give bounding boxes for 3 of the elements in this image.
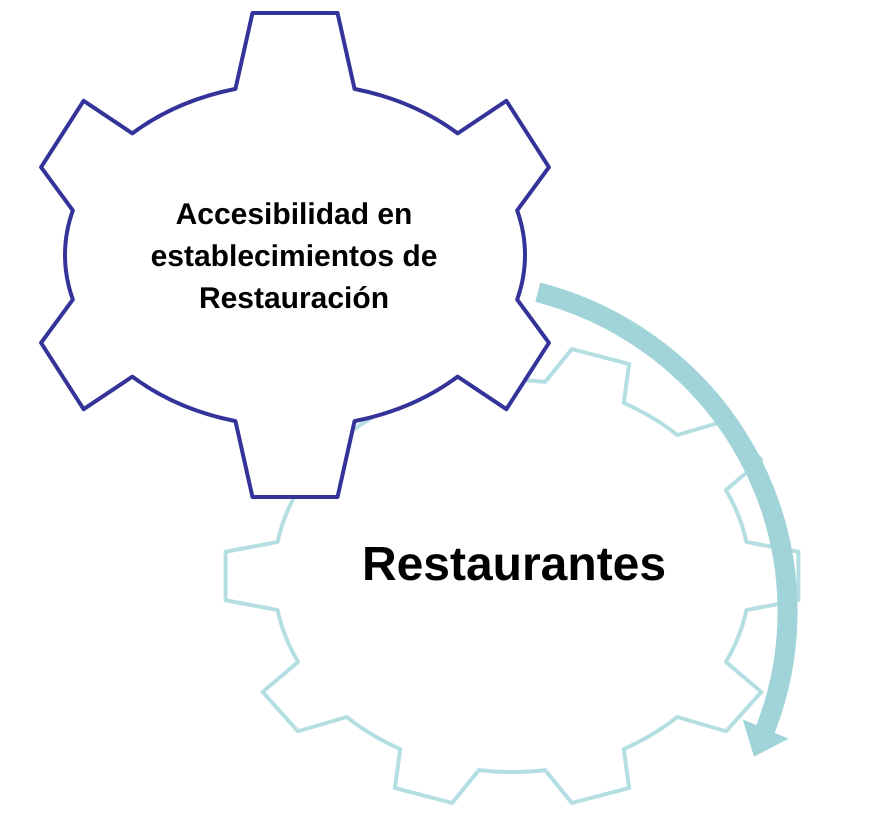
curved-arrow (534, 282, 798, 758)
gear-label: Accesibilidad en establecimientos de Restauración (150, 197, 438, 317)
gear-label: Restaurantes (360, 537, 668, 593)
